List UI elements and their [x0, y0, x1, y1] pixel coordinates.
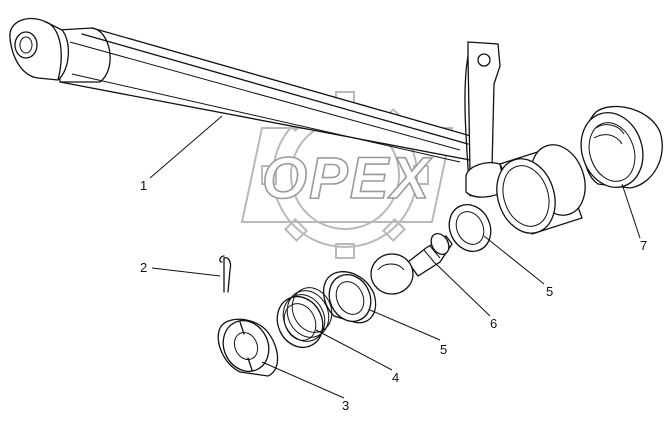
callout-4: 4 — [392, 370, 399, 385]
part-3-split-bushing — [217, 318, 279, 377]
callout-2: 2 — [140, 260, 147, 275]
callout-5-lower: 5 — [440, 342, 447, 357]
part-6-ball-pin — [370, 233, 453, 295]
part-2-cotter-pin — [219, 255, 232, 293]
leader-3 — [261, 361, 345, 399]
callout-6: 6 — [490, 316, 497, 331]
leader-6 — [433, 261, 491, 317]
part-1-rod — [9, 17, 479, 163]
part-5-lower-washer — [323, 271, 377, 324]
leader-5-upper — [483, 235, 545, 285]
callout-7: 7 — [640, 238, 647, 253]
hub-cylinder — [496, 144, 586, 235]
callout-3: 3 — [342, 398, 349, 413]
leader-lines — [149, 115, 641, 399]
leader-1 — [149, 115, 223, 179]
leader-2 — [151, 267, 221, 277]
leader-7 — [621, 183, 641, 239]
callout-1: 1 — [140, 178, 147, 193]
callout-5-upper: 5 — [546, 284, 553, 299]
leader-5-lower — [369, 309, 441, 341]
watermark-logo-text: OPEX — [262, 146, 432, 211]
part-5-upper-washer — [448, 204, 492, 252]
part-4-spring — [276, 287, 333, 348]
part-7-cup — [580, 105, 663, 189]
leader-4 — [315, 329, 393, 371]
callout-labels: 1 2 3 4 5 5 6 7 — [140, 178, 647, 413]
